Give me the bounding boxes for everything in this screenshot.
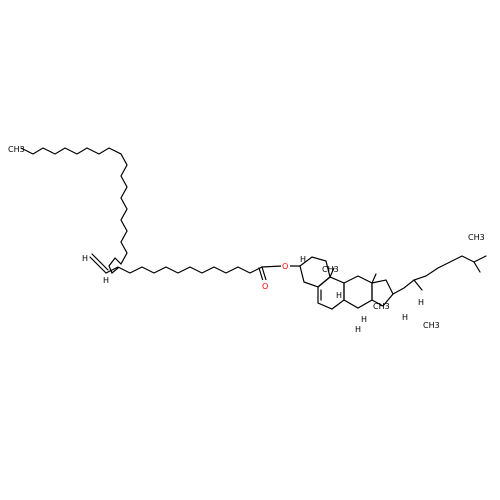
carbonyl-bond-inner xyxy=(258,267,264,282)
atom-label-o-ester: O xyxy=(282,262,288,271)
atom-label-h-alkene-left: H xyxy=(82,254,88,263)
atom-label-ch3-c26: CH3 xyxy=(468,233,485,242)
carbonyl-bond xyxy=(261,266,267,281)
atom-label-h-alkene-right: H xyxy=(103,276,109,285)
atom-label-o-carbonyl: O xyxy=(262,282,268,291)
side-chain-methyl-26 xyxy=(473,261,481,273)
o-carbonyl-bg xyxy=(261,280,270,290)
side-chain-methyl-21 xyxy=(413,279,423,291)
atom-label-h-c14: H xyxy=(355,325,361,334)
alkene-double-bond-inner xyxy=(91,253,109,271)
steroid-ring-d xyxy=(371,279,394,307)
steroid-ring-c xyxy=(343,275,373,309)
atom-label-h-c20: H xyxy=(418,298,424,307)
o-ester-bg xyxy=(281,260,290,270)
atom-label-ch3-tail: CH3 xyxy=(8,145,25,154)
side-chain xyxy=(392,255,487,295)
atom-label-ch3-c21: CH3 xyxy=(423,321,440,330)
oleate-chain-upper xyxy=(20,147,128,274)
c10-methyl-bond xyxy=(329,267,335,278)
oleate-chain-lower xyxy=(105,266,263,274)
c13-methyl-bond xyxy=(371,273,377,284)
bond-layer xyxy=(20,147,487,310)
atom-label-ch3-c10: CH3 xyxy=(322,265,339,274)
atom-label-ch3-c13: CH3 xyxy=(373,302,390,311)
atom-label-h-c17: H xyxy=(402,313,408,322)
atom-label-h-c3: H xyxy=(300,255,306,264)
label-layer: CH3 H H O O H CH3 H H H CH3 H H CH3 CH3 xyxy=(8,145,485,334)
alkene-double-bond xyxy=(89,256,107,274)
atom-label-h-c8: H xyxy=(361,315,367,324)
ester-bond xyxy=(261,265,283,268)
atom-label-h-c9: H xyxy=(336,291,342,300)
